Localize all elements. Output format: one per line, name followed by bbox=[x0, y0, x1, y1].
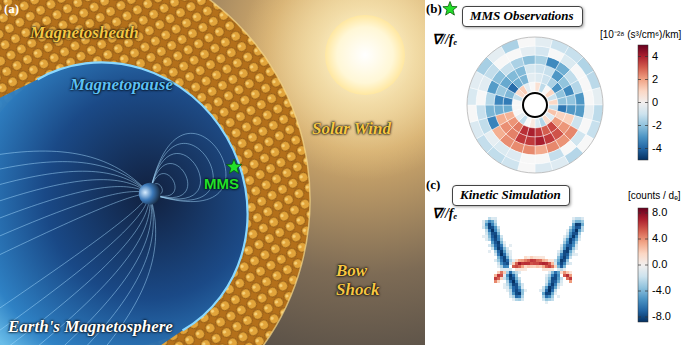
region-label: Magnetosheath bbox=[30, 24, 139, 43]
spacecraft-label: MMS bbox=[204, 176, 239, 193]
panel-title-box: MMS Observations bbox=[462, 6, 583, 27]
tick-label: -4.0 bbox=[652, 284, 671, 296]
tick-label: 0.0 bbox=[652, 258, 667, 270]
region-label: Earth's Magnetosphere bbox=[8, 318, 173, 337]
spacecraft-star bbox=[443, 2, 457, 16]
unit-label: [10⁻²⁸ (s³/cm⁶)/km] bbox=[600, 29, 681, 40]
panel-letter: (b) bbox=[426, 2, 442, 16]
region-label: Solar Wind bbox=[312, 120, 391, 139]
boundary-label: Magnetopause bbox=[70, 76, 173, 95]
magnetosphere-illustration bbox=[0, 0, 425, 345]
tick-label: -8.0 bbox=[652, 310, 671, 322]
unit-label: [counts / dₑ] bbox=[628, 190, 681, 201]
tick-label: 4 bbox=[652, 50, 658, 62]
panel-title: MMS Observations bbox=[470, 9, 575, 24]
panel-title: Kinetic Simulation bbox=[460, 188, 562, 203]
tick-label: 8.0 bbox=[652, 206, 667, 218]
panel-letter: (a) bbox=[4, 2, 19, 16]
boundary-label: Bow Shock bbox=[336, 262, 388, 299]
tick-label: 0 bbox=[652, 96, 658, 108]
quantity-label: ∇//fₑ bbox=[432, 32, 457, 47]
panel-title-box: Kinetic Simulation bbox=[452, 185, 570, 206]
panel-letter: (c) bbox=[426, 178, 440, 192]
quantity-label: ∇//fₑ bbox=[432, 206, 457, 221]
tick-label: 2 bbox=[652, 73, 658, 85]
spacecraft-star bbox=[226, 159, 241, 174]
tick-label: -2 bbox=[652, 119, 662, 131]
tick-label: -4 bbox=[652, 142, 662, 154]
tick-label: 4.0 bbox=[652, 232, 667, 244]
